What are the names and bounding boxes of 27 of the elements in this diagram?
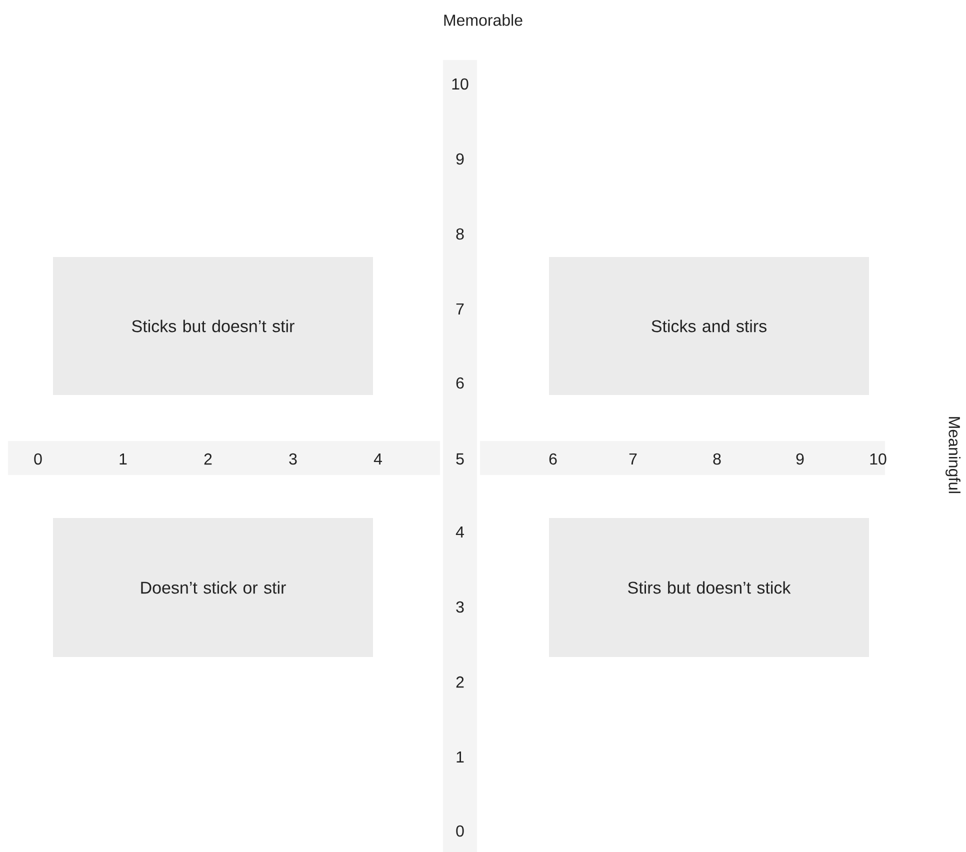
- tick-label: 9: [456, 153, 464, 165]
- tick-label: 5: [456, 453, 464, 465]
- axis-title: Meaningful: [946, 417, 960, 494]
- quadrant-box: Stirs but doesn’t stick: [549, 518, 869, 657]
- tick-label: 1: [120, 454, 127, 464]
- tick-label: 8: [456, 228, 464, 240]
- tick-label: 2: [456, 676, 464, 688]
- tick-label: 7: [456, 304, 464, 314]
- tick-label: 6: [549, 453, 557, 465]
- quadrant-box: Sticks and stirs: [549, 257, 869, 395]
- tick-label: 2: [204, 453, 212, 465]
- tick-label: 10: [870, 453, 886, 465]
- axis-title: Memorable: [444, 14, 522, 26]
- tick-label: 9: [796, 453, 804, 465]
- tick-label: 1: [456, 752, 464, 762]
- tick-label: 8: [713, 453, 721, 465]
- tick-label: 4: [374, 454, 382, 464]
- tick-label: 6: [456, 377, 464, 389]
- tick-label: 3: [456, 601, 464, 613]
- tick-label: 4: [456, 526, 464, 538]
- tick-label: 3: [289, 453, 297, 465]
- tick-label: 0: [456, 825, 464, 837]
- quadrant-box: Doesn’t stick or stir: [53, 518, 373, 657]
- tick-label: 7: [629, 454, 637, 464]
- quadrant-box: Sticks but doesn’t stir: [53, 257, 373, 395]
- tick-label: 10: [452, 78, 468, 90]
- tick-label: 0: [34, 453, 42, 465]
